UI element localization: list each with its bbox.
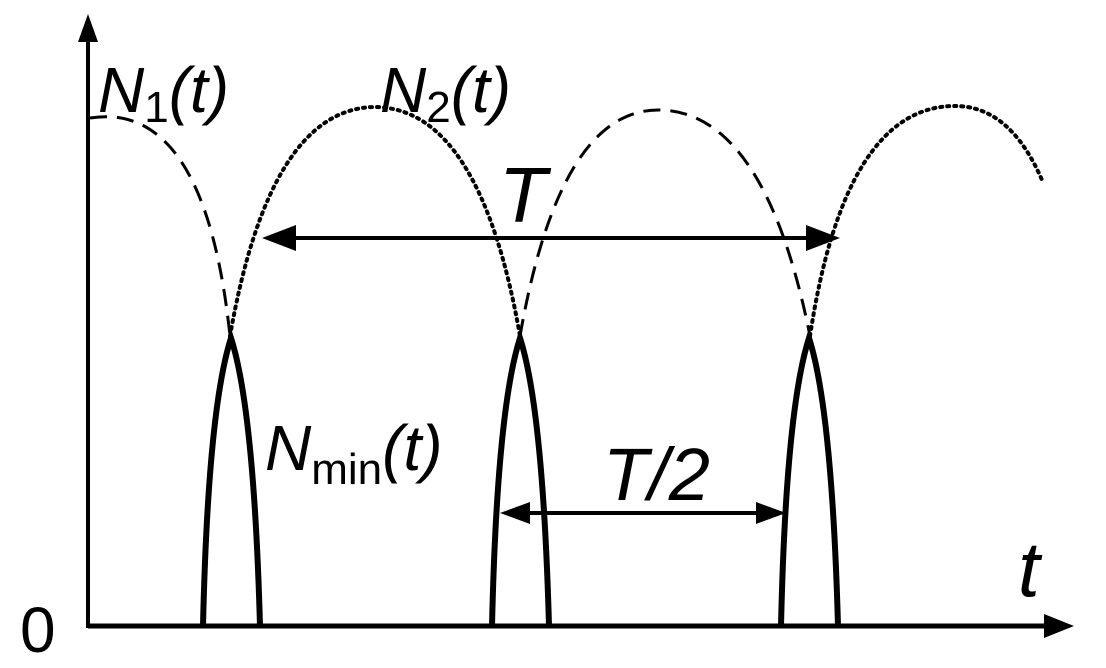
x-axis-label: t — [1018, 525, 1043, 613]
period-label: T — [499, 151, 552, 239]
n2-curve — [228, 103, 1044, 338]
n1-label: N1(t) — [98, 54, 229, 132]
n2-label: N2(t) — [380, 54, 511, 132]
nmin-spike-3 — [778, 328, 841, 627]
n2-arc-1 — [228, 104, 522, 338]
y-axis-arrow — [78, 14, 98, 42]
nmin-spike-2 — [489, 328, 552, 627]
half-period-label: T/2 — [603, 433, 710, 516]
nmin-spike-1 — [200, 328, 263, 627]
n1-arc-1 — [89, 115, 232, 337]
n2-arc-2 — [808, 103, 1044, 338]
n1-curve — [89, 108, 812, 337]
origin-label: 0 — [20, 594, 56, 666]
nmin-label: Nmin(t) — [265, 412, 443, 494]
period-arrow — [262, 225, 840, 251]
n1-arc-2 — [518, 108, 812, 337]
x-axis-arrow — [1044, 614, 1074, 638]
half-period-arrow — [500, 502, 786, 524]
nmin-curve — [200, 328, 841, 627]
